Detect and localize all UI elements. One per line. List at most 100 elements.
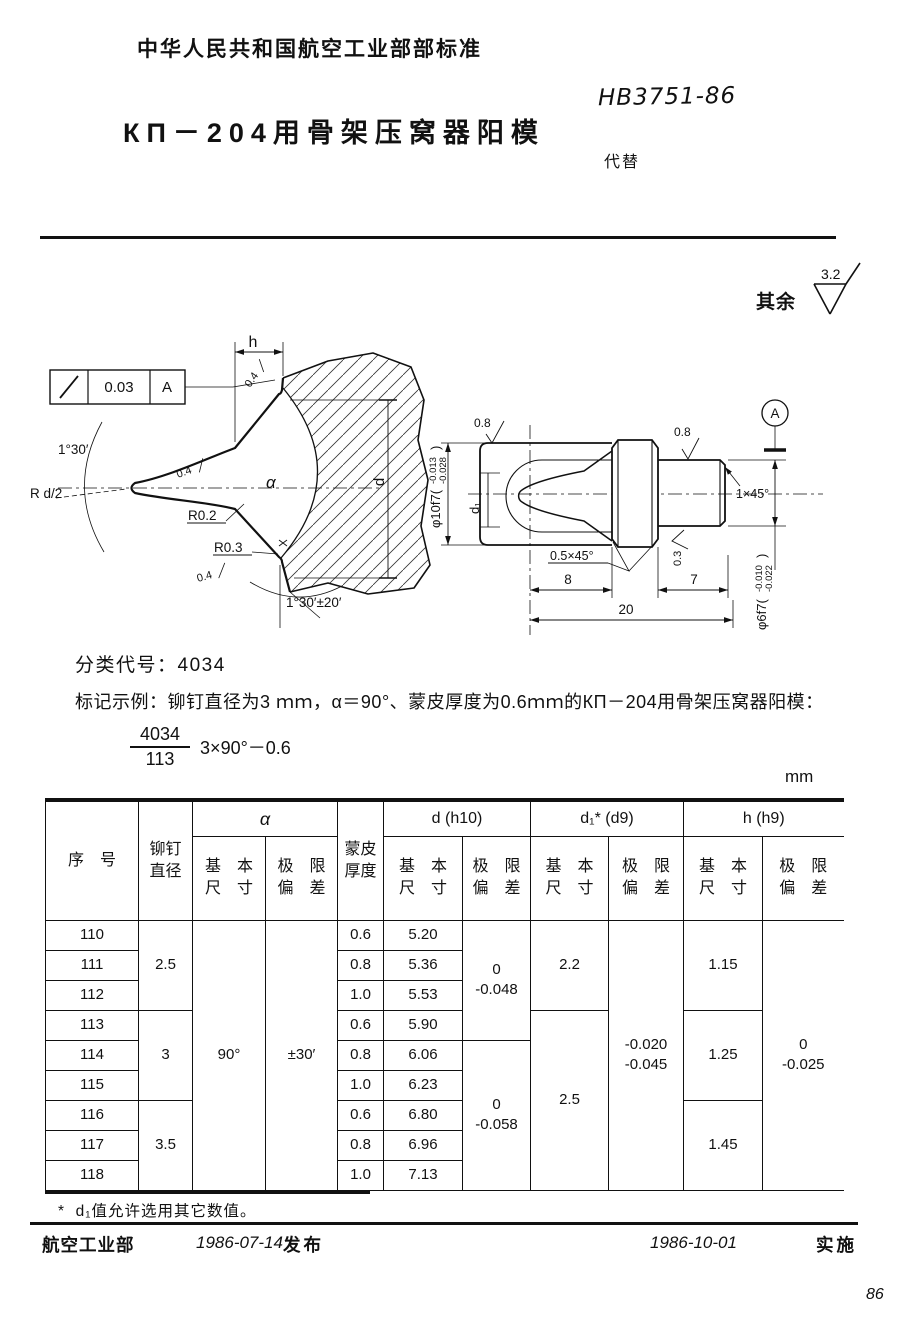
dia10-upper: -0.013 [428, 457, 439, 484]
page-number: 86 [866, 1286, 884, 1303]
cell-h-limit: 0 -0.025 [762, 919, 844, 1191]
col-header-h-limit: 极 限 偏 差 [762, 835, 844, 921]
dia10-close: ) [428, 446, 443, 450]
footnote-rule [45, 1191, 370, 1194]
table-row: 116 3.5 0.6 6.80 1.45 [45, 1099, 844, 1191]
cell-skin: 1.0 [337, 1069, 384, 1101]
shank-outline [658, 459, 726, 527]
col-group-d: d (h10) [383, 799, 531, 837]
table-row: 118 1.0 7.13 [45, 1159, 844, 1191]
runout-symbol-icon [59, 375, 79, 399]
dim-d1-label: d₁ [467, 502, 482, 514]
col-header-d1-basic: 基 本 尺 寸 [530, 835, 609, 921]
classification-value: 4034 [177, 655, 226, 676]
cell-skin: 1.0 [337, 1159, 384, 1191]
svg-text:0.3: 0.3 [672, 551, 684, 566]
datum-a-symbol: A [761, 399, 789, 452]
cell-h-basic: 1.45 [683, 1099, 763, 1191]
cell-skin: 0.6 [337, 1009, 384, 1041]
designation-suffix: 3×90°－0.6 [200, 738, 291, 758]
dim-d: d [290, 399, 397, 579]
dim-dia10: φ10f7( -0.013 -0.028 ) [428, 442, 498, 546]
cell-d1-basic: 2.2 [530, 919, 609, 1011]
face-angle-label: 1°30′±20′ [286, 595, 342, 610]
lip-radius-callout: R0.3 [213, 539, 288, 556]
right-view: φ10f7( -0.013 -0.028 ) d₁ 0.8 [428, 399, 823, 635]
col-header-rivet: 铆钉 直径 [138, 799, 193, 921]
standard-organization: 中华人民共和国航空工业部部标准 [137, 38, 482, 61]
fraction-denominator: 113 [145, 749, 175, 769]
cell-seq: 115 [45, 1069, 139, 1101]
col-header-alpha-basic: 基 本 尺 寸 [192, 835, 266, 921]
svg-text:7: 7 [690, 572, 698, 587]
x-mark [278, 539, 288, 547]
svg-text:0.8: 0.8 [474, 416, 491, 430]
table-row: 111 0.8 5.36 [45, 949, 844, 981]
fcf-leader [185, 379, 276, 388]
dim-8: 8 [530, 547, 613, 598]
rough-dome-mark: 0.8 [474, 416, 505, 444]
svg-text:1×45°: 1×45° [736, 487, 769, 501]
dim-h: h [234, 334, 284, 442]
sphere-contour [505, 459, 612, 533]
surface-roughness-icon: 3.2 [813, 262, 861, 315]
cell-seq: 116 [45, 1099, 139, 1131]
standard-number: HB3751-86 [597, 82, 737, 112]
table-row: 112 1.0 5.53 [45, 979, 844, 1011]
footer-organization: 航空工业部 [42, 1235, 135, 1255]
fillet-radius-callout: R0.2 [187, 503, 245, 524]
surface-roughness-value: 3.2 [821, 266, 841, 282]
taper-angle-label: 1°30′ [58, 442, 89, 457]
dim-7: 7 [657, 547, 729, 598]
dia6-upper: -0.010 [754, 565, 765, 592]
col-header-d1-limit: 极 限 偏 差 [608, 835, 684, 921]
dia6-close: ) [754, 554, 769, 558]
fcf-datum: A [162, 379, 172, 396]
cell-seq: 114 [45, 1039, 139, 1071]
header-rule [40, 236, 836, 239]
svg-text:0.8: 0.8 [674, 425, 691, 439]
footer-rule [30, 1222, 858, 1225]
footer-impl-date: 1986-10-01 [650, 1233, 737, 1252]
footnote-text: d₁值允许选用其它数值。 [75, 1203, 257, 1220]
chamfer-flange-callout: 0.5×45° [548, 541, 656, 572]
dim-20: 20 [530, 600, 734, 628]
dia10-main: φ10f7( [428, 489, 443, 528]
fraction-numerator: 4034 [130, 724, 191, 748]
cell-seq: 111 [45, 949, 139, 981]
cell-d: 7.13 [383, 1159, 463, 1191]
cell-d: 5.36 [383, 949, 463, 981]
cell-rivet: 2.5 [138, 919, 193, 1011]
cell-h-basic: 1.25 [683, 1009, 763, 1101]
footnote-marker: * [58, 1203, 66, 1220]
cell-seq: 112 [45, 979, 139, 1011]
dia6-lower: -0.022 [764, 565, 775, 592]
cell-d: 5.20 [383, 919, 463, 951]
unit-note: mm [785, 767, 814, 786]
table-row: 110 2.5 90° ±30′ 0.6 5.20 0 -0.048 2.2 -… [45, 919, 844, 1191]
table-row: 113 3 0.6 5.90 2.5 1.25 [45, 1009, 844, 1191]
cell-seq: 117 [45, 1129, 139, 1161]
cell-skin: 0.8 [337, 1039, 384, 1071]
designation-label: 标记示例： [75, 692, 168, 712]
col-group-d1: d₁* (d9) [530, 799, 684, 837]
cell-d: 5.53 [383, 979, 463, 1011]
dim-h-label: h [249, 334, 258, 351]
col-group-alpha: α [192, 799, 338, 837]
cell-d1-limit: -0.020 -0.045 [608, 919, 684, 1191]
sphere-arc [280, 387, 319, 559]
punch-profile [130, 377, 292, 593]
dim-dia6: φ6f7( -0.010 -0.022 ) [728, 459, 786, 630]
col-header-d-basic: 基 本 尺 寸 [383, 835, 463, 921]
cell-skin: 0.6 [337, 919, 384, 951]
rough-face: 0.4 [196, 562, 226, 585]
classification-line: 分类代号：4034 [75, 650, 226, 677]
flange-outline [611, 439, 659, 548]
svg-text:R0.3: R0.3 [214, 540, 243, 555]
technical-drawing: h 0.03 A d [30, 334, 823, 635]
svg-text:0.4: 0.4 [196, 569, 214, 585]
cell-d: 6.96 [383, 1129, 463, 1161]
col-header-skin: 蒙皮 厚度 [337, 799, 384, 921]
rough-pin: 0.4 [175, 458, 204, 481]
svg-text:8: 8 [564, 572, 572, 587]
